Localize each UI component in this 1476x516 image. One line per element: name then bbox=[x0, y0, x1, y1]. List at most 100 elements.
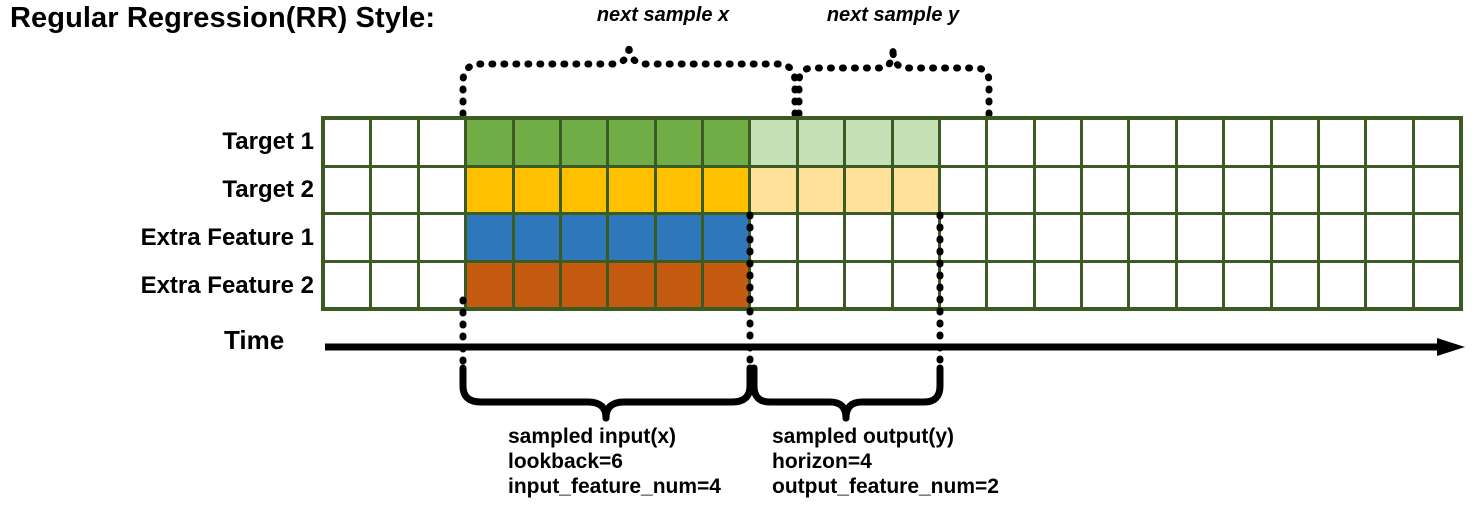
grid-row-1 bbox=[325, 120, 1459, 165]
grid-cell bbox=[514, 167, 559, 212]
grid-cell bbox=[1272, 120, 1317, 165]
grid-cell bbox=[940, 215, 986, 260]
grid-cell bbox=[419, 262, 465, 307]
grid-cell bbox=[1367, 215, 1412, 260]
grid-cell bbox=[656, 262, 701, 307]
grid-cell bbox=[988, 120, 1033, 165]
grid-cell bbox=[561, 215, 607, 260]
sampled-output-title: sampled output(y) bbox=[772, 425, 954, 448]
grid-cell bbox=[1272, 167, 1317, 212]
grid-cell bbox=[1272, 262, 1317, 307]
grid-cell bbox=[372, 262, 417, 307]
row-label-target-2: Target 2 bbox=[222, 176, 314, 203]
grid-cell bbox=[1083, 262, 1128, 307]
grid-cell bbox=[372, 120, 417, 165]
grid-cell bbox=[1225, 262, 1270, 307]
grid-cell bbox=[1177, 262, 1223, 307]
grid-cell bbox=[846, 215, 891, 260]
next-sample-x-label: next sample x bbox=[596, 4, 730, 26]
grid-cell bbox=[704, 167, 749, 212]
sampled-input-lookback: lookback=6 bbox=[508, 450, 623, 473]
grid-cell bbox=[940, 120, 986, 165]
grid-cell bbox=[798, 120, 844, 165]
grid-cell bbox=[561, 167, 607, 212]
grid-cell bbox=[325, 120, 370, 165]
grid-cell bbox=[988, 167, 1033, 212]
row-label-extra-feature-2: Extra Feature 2 bbox=[140, 272, 314, 299]
brace-y-right-half bbox=[889, 46, 993, 118]
grid-cell bbox=[1130, 120, 1175, 165]
grid-cell bbox=[1130, 262, 1175, 307]
grid-cell bbox=[609, 262, 654, 307]
grid-cell bbox=[893, 120, 938, 165]
grid-cell bbox=[988, 262, 1033, 307]
grid-row-3 bbox=[325, 215, 1459, 260]
grid-cell bbox=[1367, 167, 1412, 212]
grid-cell bbox=[1083, 215, 1128, 260]
grid-cell bbox=[419, 215, 465, 260]
sampled-output-horizon: horizon=4 bbox=[772, 450, 872, 473]
grid-cell bbox=[940, 262, 986, 307]
grid-cell bbox=[656, 167, 701, 212]
grid-cell bbox=[1414, 215, 1459, 260]
grid-cell bbox=[1272, 215, 1317, 260]
sampled-input-feature-num: input_feature_num=4 bbox=[508, 475, 721, 498]
grid-cell bbox=[1414, 262, 1459, 307]
grid-cell bbox=[1035, 262, 1080, 307]
grid-cell bbox=[1083, 167, 1128, 212]
grid-cell bbox=[940, 167, 986, 212]
grid-cell bbox=[514, 262, 559, 307]
grid-cell bbox=[846, 167, 891, 212]
grid-cell bbox=[1083, 120, 1128, 165]
grid-cell bbox=[467, 120, 512, 165]
grid-cell bbox=[467, 167, 512, 212]
grid-cell bbox=[893, 167, 938, 212]
sampled-input-annotation: sampled input(x) lookback=6 input_featur… bbox=[508, 424, 721, 499]
grid-cell bbox=[372, 215, 417, 260]
next-sample-y-label: next sample y bbox=[826, 4, 960, 26]
grid-cell bbox=[1367, 120, 1412, 165]
grid-cell bbox=[798, 167, 844, 212]
row-label-target-1: Target 1 bbox=[222, 128, 314, 155]
grid-row-2 bbox=[325, 167, 1459, 212]
grid-cell bbox=[751, 262, 796, 307]
grid-cell bbox=[561, 120, 607, 165]
grid-cell bbox=[751, 120, 796, 165]
grid-cell bbox=[609, 120, 654, 165]
grid-cell bbox=[419, 167, 465, 212]
timeseries-grid bbox=[321, 116, 1463, 311]
grid-cell bbox=[325, 215, 370, 260]
grid-cell bbox=[893, 215, 938, 260]
grid-cell bbox=[514, 120, 559, 165]
brace-y-left-half bbox=[795, 46, 897, 118]
grid-cell bbox=[1319, 215, 1365, 260]
grid-cell bbox=[609, 215, 654, 260]
sampled-input-title: sampled input(x) bbox=[508, 425, 677, 448]
sampled-output-feature-num: output_feature_num=2 bbox=[772, 475, 999, 498]
grid-cell bbox=[893, 262, 938, 307]
grid-cell bbox=[514, 215, 559, 260]
grid-cell bbox=[846, 120, 891, 165]
grid-cell bbox=[1225, 215, 1270, 260]
grid-cell bbox=[1319, 120, 1365, 165]
grid-cell bbox=[1177, 167, 1223, 212]
grid-cell bbox=[372, 167, 417, 212]
grid-cell bbox=[1035, 120, 1080, 165]
grid-row-4 bbox=[325, 262, 1459, 307]
grid-cell bbox=[798, 262, 844, 307]
brace-sampled-input-right bbox=[602, 364, 754, 422]
grid-cell bbox=[1130, 215, 1175, 260]
grid-cell bbox=[751, 215, 796, 260]
time-axis-label: Time bbox=[224, 325, 285, 355]
grid-cell bbox=[656, 120, 701, 165]
grid-cell bbox=[656, 215, 701, 260]
grid-cell bbox=[1225, 167, 1270, 212]
grid-cell bbox=[1319, 262, 1365, 307]
grid-cell bbox=[846, 262, 891, 307]
grid-cell bbox=[798, 215, 844, 260]
grid-cell bbox=[704, 215, 749, 260]
grid-cell bbox=[751, 167, 796, 212]
brace-sampled-input-left bbox=[459, 364, 610, 422]
page-title: Regular Regression(RR) Style: bbox=[10, 2, 436, 34]
grid-cell bbox=[1035, 167, 1080, 212]
